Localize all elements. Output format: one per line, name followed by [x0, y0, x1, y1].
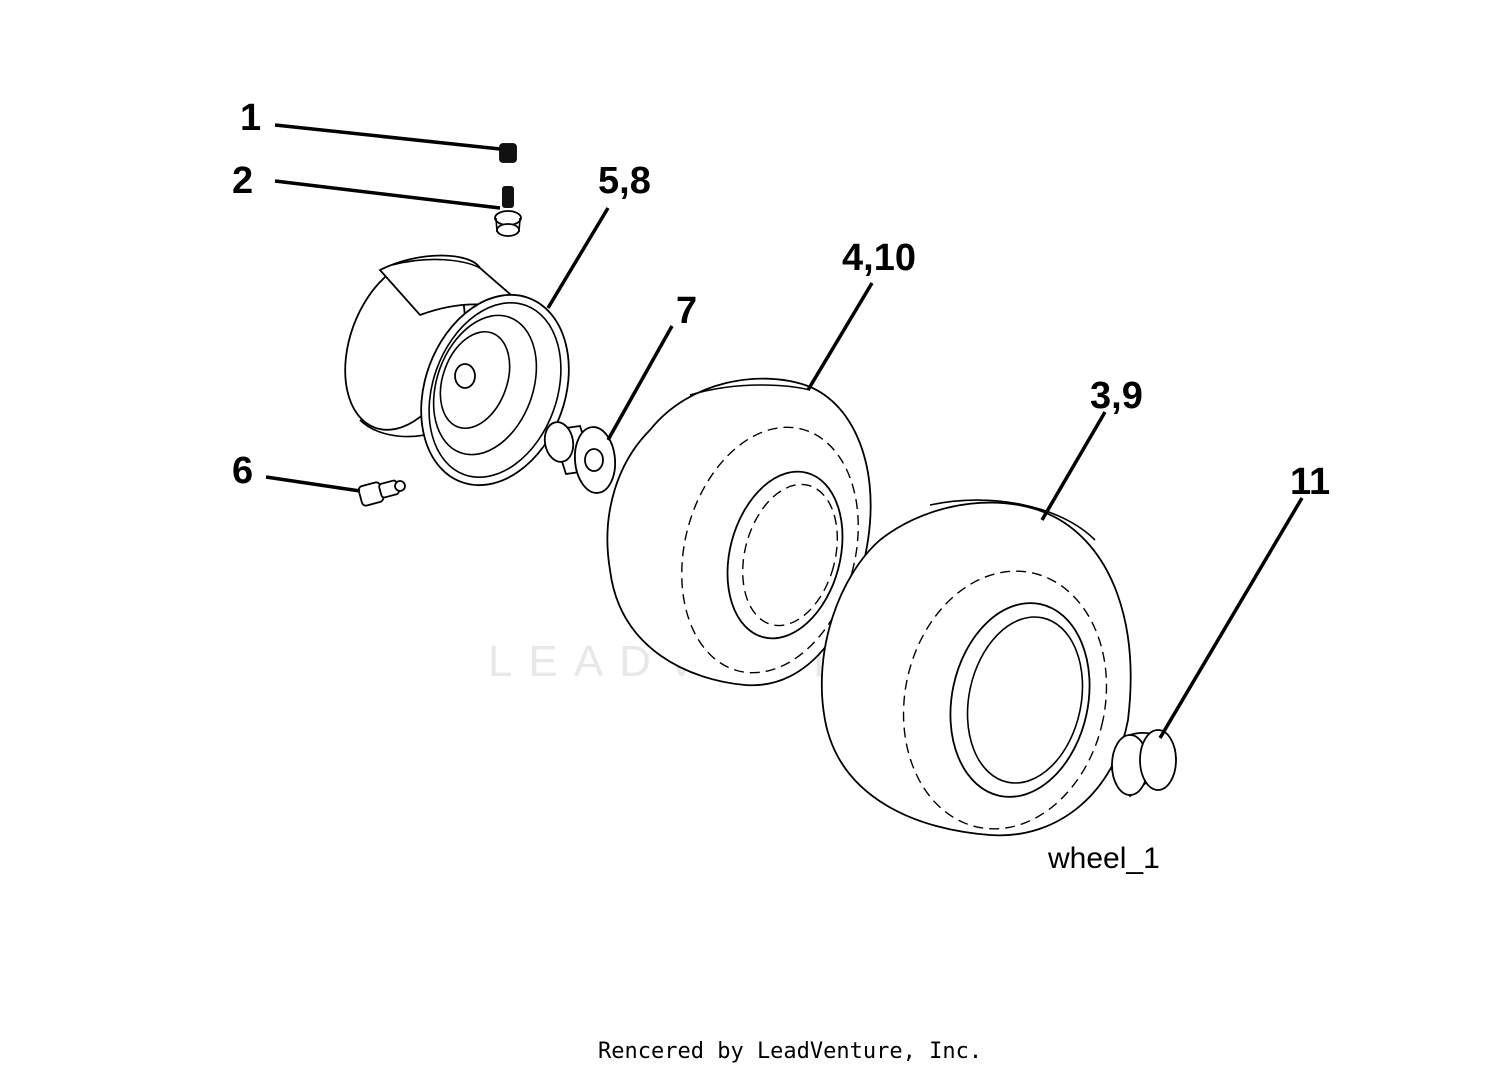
grease-fitting-part	[357, 479, 406, 507]
wheel-rim-part	[344, 254, 570, 487]
hub-cap-part	[1111, 729, 1178, 798]
callout-7: 7	[676, 290, 697, 332]
leader-line-3-9	[1040, 411, 1107, 521]
tire-tube-part	[820, 499, 1132, 837]
valve-cap-part	[499, 143, 517, 163]
callout-2: 2	[232, 160, 253, 202]
callout-6: 6	[232, 450, 253, 492]
leader-line-6	[265, 475, 361, 493]
leader-line-2	[274, 179, 501, 210]
leader-line-4-10	[806, 282, 874, 391]
leader-line-5-8	[546, 207, 610, 309]
valve-stem-part	[494, 186, 522, 237]
callout-1: 1	[240, 97, 261, 139]
callout-5-8: 5,8	[598, 160, 651, 202]
leader-line-1	[274, 123, 501, 151]
bushing-part	[543, 421, 617, 494]
callout-11: 11	[1290, 461, 1330, 503]
callout-3-9: 3,9	[1090, 375, 1143, 417]
drawing-id-label: wheel_1	[1047, 842, 1160, 875]
leader-line-11	[1158, 497, 1304, 739]
footer-credit: Rencered by LeadVenture, Inc.	[598, 1039, 982, 1064]
leader-line-7	[606, 325, 674, 441]
tire-part	[606, 377, 872, 687]
callout-4-10: 4,10	[842, 237, 916, 279]
